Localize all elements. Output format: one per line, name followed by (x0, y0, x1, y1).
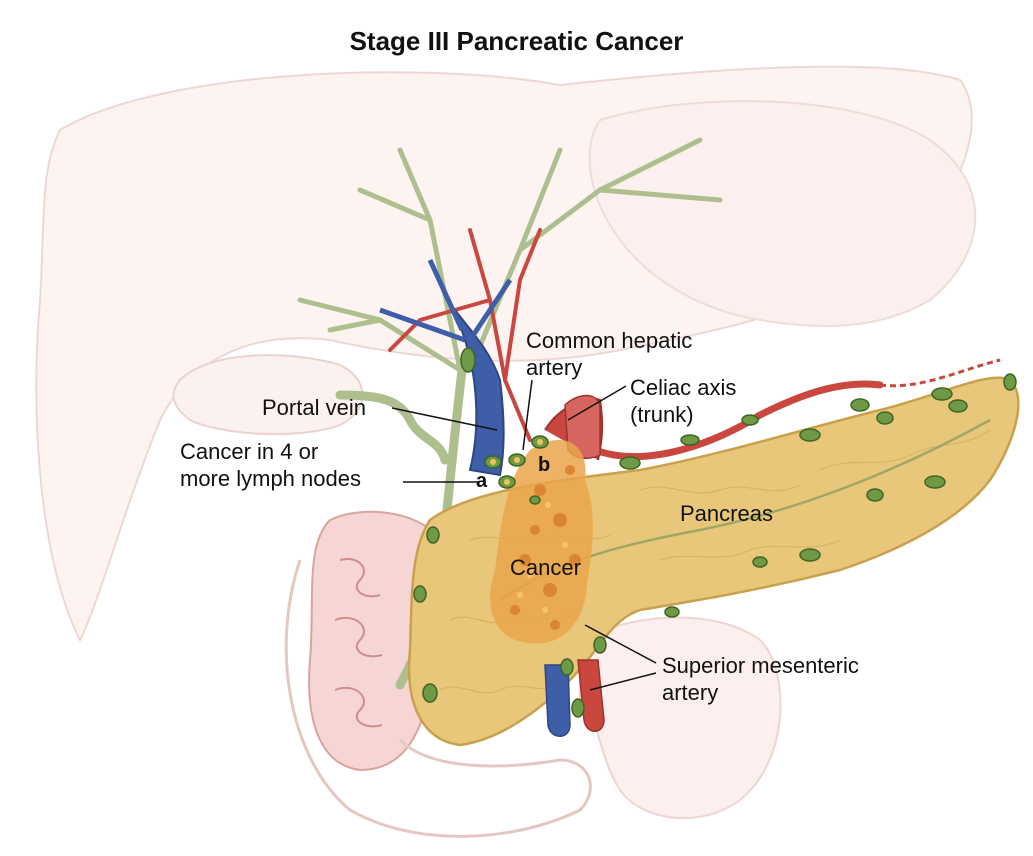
label-celiac-axis-line1: Celiac axis (630, 374, 736, 401)
diagram-title: Stage III Pancreatic Cancer (0, 26, 1033, 57)
label-celiac-axis-line2: (trunk) (630, 401, 736, 428)
label-portal-vein: Portal vein (262, 394, 366, 421)
label-cancer: Cancer (510, 554, 581, 581)
label-sma-line2: artery (662, 679, 859, 706)
jejunum-outline (580, 618, 780, 819)
label-lymph-nodes: Cancer in 4 or more lymph nodes (180, 438, 361, 492)
label-celiac-axis: Celiac axis (trunk) (630, 374, 736, 428)
label-sma-line1: Superior mesenteric (662, 652, 859, 679)
label-common-hepatic-artery: Common hepatic artery (526, 327, 692, 381)
label-letter-a: a (476, 470, 487, 493)
label-letter-b: b (538, 454, 550, 477)
label-lymph-nodes-line1: Cancer in 4 or (180, 438, 361, 465)
label-common-hepatic-artery-line1: Common hepatic (526, 327, 692, 354)
label-superior-mesenteric-artery: Superior mesenteric artery (662, 652, 859, 706)
label-pancreas: Pancreas (680, 500, 773, 527)
label-lymph-nodes-line2: more lymph nodes (180, 465, 361, 492)
